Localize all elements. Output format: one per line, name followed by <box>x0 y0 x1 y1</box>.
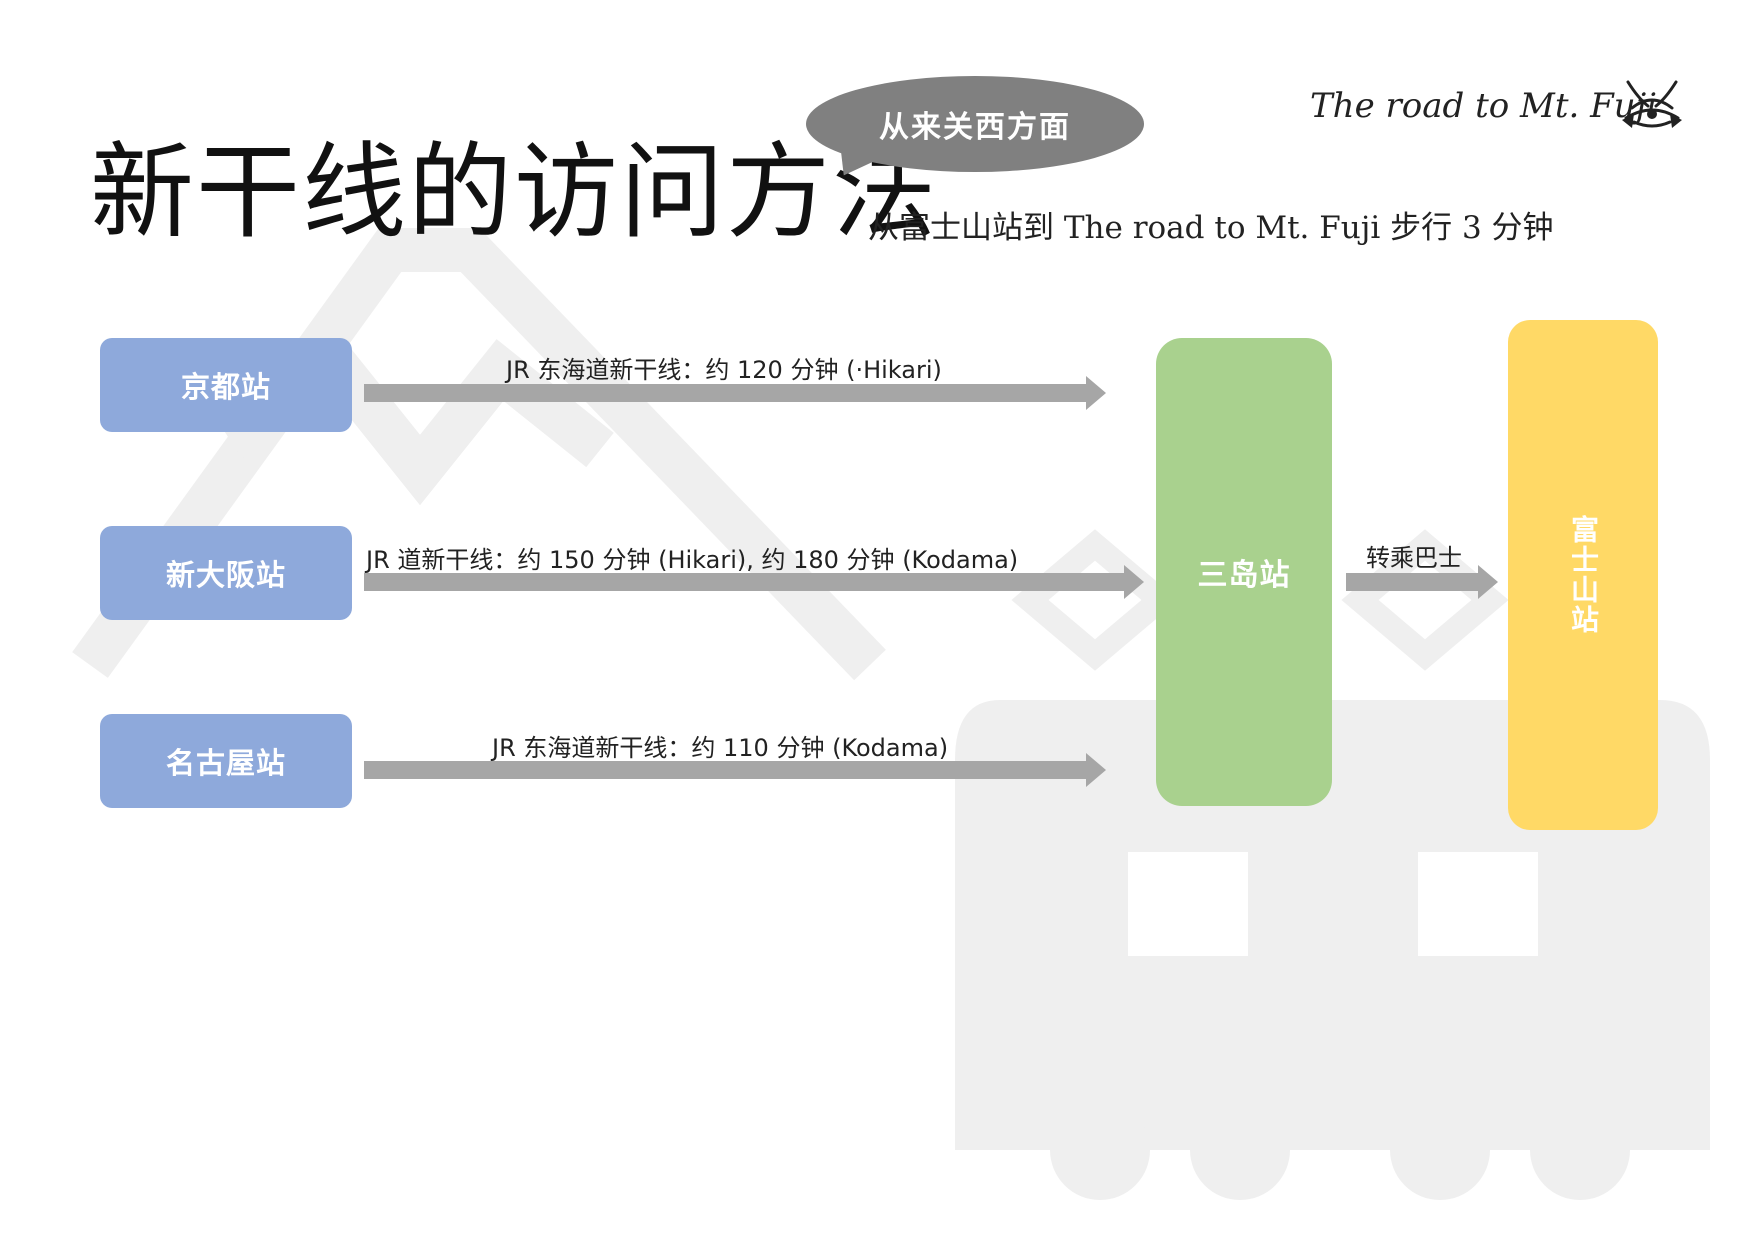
station-mishima: 三岛站 <box>1156 338 1332 806</box>
station-fujisan-label: 富士山站 <box>1567 515 1600 635</box>
station-nagoya: 名古屋站 <box>100 714 352 808</box>
brand-name: The road to Mt. Fuji <box>1310 86 1658 126</box>
station-fujisan: 富士山站 <box>1508 320 1658 830</box>
speech-bubble <box>806 76 1144 172</box>
route-label-nagoya: JR 东海道新干线：约 110 分钟 (Kodama) <box>492 734 949 762</box>
route-label-bus-transfer: 转乘巴士 <box>1366 544 1462 572</box>
page-title: 新干线的访问方法 <box>90 131 939 253</box>
mountain-watermark <box>72 228 886 681</box>
station-shin-osaka: 新大阪站 <box>100 526 352 620</box>
samurai-helmet-icon <box>1622 80 1682 128</box>
route-label-shin-osaka: JR 道新干线：约 150 分钟 (Hikari), 约 180 分钟 (Kod… <box>366 546 1019 574</box>
route-label-kyoto: JR 东海道新干线：约 120 分钟 (·Hikari) <box>506 356 942 384</box>
station-kyoto: 京都站 <box>100 338 352 432</box>
speech-bubble-text: 从来关西方面 <box>879 110 1071 145</box>
walking-time-subtitle: 从富士山站到 The road to Mt. Fuji 步行 3 分钟 <box>868 210 1554 246</box>
